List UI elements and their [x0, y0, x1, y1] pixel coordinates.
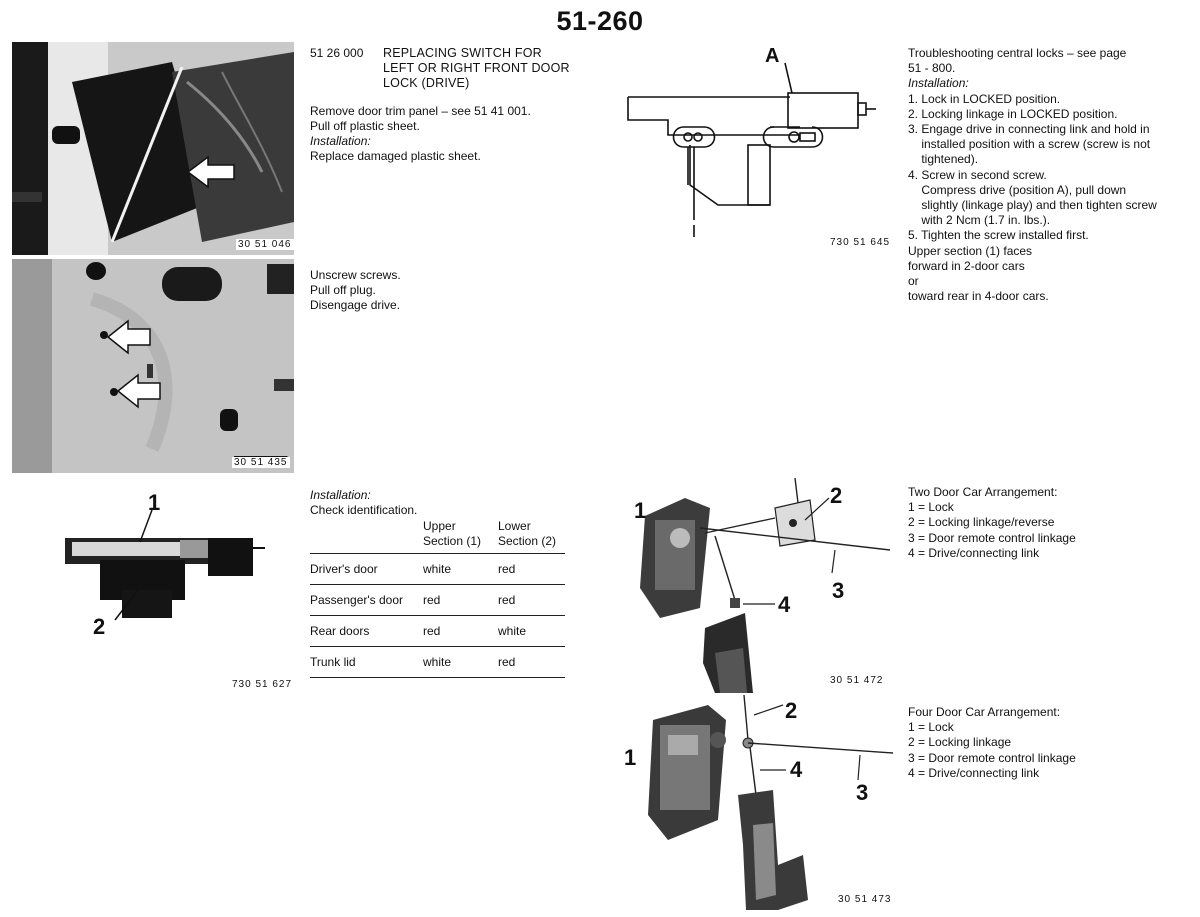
- title-line: REPLACING SWITCH FOR: [383, 46, 542, 60]
- legend-item: 1 = Lock: [908, 500, 954, 515]
- step-text: Disengage drive.: [310, 298, 401, 313]
- step-text: forward in 2-door cars: [908, 258, 1025, 273]
- installation-label: Installation:: [908, 76, 969, 91]
- two-door-arrangement-illustration: 1 2 3 4: [625, 477, 895, 693]
- header-upper: Upper Section (1): [423, 519, 498, 554]
- step-text: 1. Lock in LOCKED position.: [908, 91, 1061, 106]
- text-line: 51 - 800.: [908, 61, 956, 76]
- two-door-legend: Two Door Car Arrangement: 1 = Lock 2 = L…: [908, 485, 1076, 561]
- figure-ref-30-51-472: 30 51 472: [830, 675, 884, 686]
- callout-1: 1: [624, 745, 637, 770]
- step-text: 4. Screw in second screw.: [908, 167, 1047, 182]
- upper-value: white: [423, 646, 498, 678]
- legend-item: 2 = Locking linkage: [908, 735, 1012, 750]
- lower-value: red: [498, 646, 565, 678]
- step-text: tightened).: [908, 152, 979, 167]
- drive-unit-illustration: 1 2: [40, 490, 290, 665]
- lower-value: white: [498, 615, 565, 647]
- callout-4: 4: [790, 757, 803, 782]
- upper-value: white: [423, 553, 498, 585]
- figure-ref-30-51-046: 30 51 046: [236, 239, 294, 250]
- lower-value: red: [498, 553, 565, 585]
- section-51-26-000: 51 26 000 REPLACING SWITCH FOR LEFT OR R…: [310, 46, 570, 164]
- instruction-text: Check identification.: [310, 503, 418, 518]
- step-text: Upper section (1) faces: [908, 243, 1033, 258]
- section-code: 51 26 000: [310, 46, 364, 60]
- step-text: Unscrew screws.: [310, 268, 401, 282]
- header-lower: Lower Section (2): [498, 519, 565, 554]
- upper-value: red: [423, 615, 498, 647]
- identification-table: Upper Section (1) Lower Section (2) Driv…: [310, 519, 565, 678]
- callout-4: 4: [778, 592, 791, 617]
- table-row: Trunk lid white red: [310, 646, 565, 678]
- installation-steps: Troubleshooting central locks – see page…: [908, 46, 1157, 304]
- step-text: 2. Locking linkage in LOCKED position.: [908, 106, 1118, 121]
- step-text: or: [908, 274, 919, 289]
- step-text: with 2 Ncm (1.7 in. lbs.).: [908, 213, 1051, 228]
- text-line: Troubleshooting central locks – see page: [908, 46, 1127, 60]
- upper-value: red: [423, 584, 498, 616]
- legend-item: 4 = Drive/connecting link: [908, 765, 1040, 780]
- header-line: Upper: [423, 519, 456, 533]
- section-title: REPLACING SWITCH FOR LEFT OR RIGHT FRONT…: [383, 46, 570, 92]
- step-text: Replace damaged plastic sheet.: [310, 149, 481, 164]
- legend-item: 3 = Door remote control linkage: [908, 750, 1076, 765]
- header-line: Lower: [498, 519, 531, 533]
- installation-label: Installation:: [310, 488, 371, 502]
- four-door-arrangement-illustration: 1 2 3 4: [618, 694, 898, 910]
- installation-label: Installation:: [310, 134, 371, 149]
- callout-3: 3: [856, 780, 869, 805]
- lock-drive-diagram: A: [620, 45, 890, 255]
- step-text: toward rear in 4-door cars.: [908, 289, 1049, 304]
- section-remove-steps: Unscrew screws. Pull off plug. Disengage…: [310, 268, 401, 314]
- title-line: LOCK (DRIVE): [383, 76, 470, 91]
- callout-1: 1: [634, 498, 647, 523]
- row-label: Driver's door: [310, 553, 423, 585]
- legend-item: 2 = Locking linkage/reverse: [908, 515, 1055, 530]
- callout-a: A: [765, 45, 780, 67]
- callout-1: 1: [148, 490, 161, 515]
- table-header-row: Upper Section (1) Lower Section (2): [310, 519, 565, 554]
- step-text: 5. Tighten the screw installed first.: [908, 228, 1089, 243]
- legend-item: 1 = Lock: [908, 720, 954, 735]
- row-label: Rear doors: [310, 615, 423, 647]
- step-text: slightly (linkage play) and then tighten…: [908, 198, 1157, 213]
- table-row: Passenger's door red red: [310, 584, 565, 616]
- row-label: Passenger's door: [310, 584, 423, 616]
- door-interior-photo: [12, 42, 294, 255]
- callout-2: 2: [93, 614, 106, 639]
- step-text: installed position with a screw (screw i…: [908, 137, 1151, 152]
- legend-item: 3 = Door remote control linkage: [908, 530, 1076, 545]
- legend-title: Four Door Car Arrangement:: [908, 705, 1061, 719]
- title-line: LEFT OR RIGHT FRONT DOOR: [383, 61, 570, 76]
- row-label: Trunk lid: [310, 646, 423, 678]
- figure-ref-730-51-645: 730 51 645: [830, 237, 891, 248]
- callout-3: 3: [832, 578, 845, 603]
- four-door-legend: Four Door Car Arrangement: 1 = Lock 2 = …: [908, 705, 1076, 781]
- table-row: Driver's door white red: [310, 553, 565, 585]
- page-number: 51-260: [556, 6, 644, 36]
- header-line: Section (2): [498, 534, 557, 548]
- header-line: Section (1): [423, 534, 482, 548]
- figure-ref-730-51-627: 730 51 627: [232, 679, 293, 690]
- figure-ref-30-51-473: 30 51 473: [838, 894, 892, 905]
- step-text: 3. Engage drive in connecting link and h…: [908, 122, 1150, 137]
- legend-title: Two Door Car Arrangement:: [908, 485, 1058, 499]
- step-text: Remove door trim panel – see 51 41 001.: [310, 103, 531, 118]
- door-screws-photo: [12, 259, 294, 473]
- lower-value: red: [498, 584, 565, 616]
- figure-ref-30-51-435: 30 51 435: [232, 457, 290, 468]
- table-row: Rear doors red white: [310, 615, 565, 647]
- step-text: Compress drive (position A), pull down: [908, 182, 1127, 197]
- step-text: Pull off plug.: [310, 283, 376, 298]
- identification-section: Installation: Check identification.: [310, 488, 417, 518]
- callout-2: 2: [830, 483, 843, 508]
- step-text: Pull off plastic sheet.: [310, 118, 420, 133]
- legend-item: 4 = Drive/connecting link: [908, 545, 1040, 560]
- callout-2: 2: [785, 698, 798, 723]
